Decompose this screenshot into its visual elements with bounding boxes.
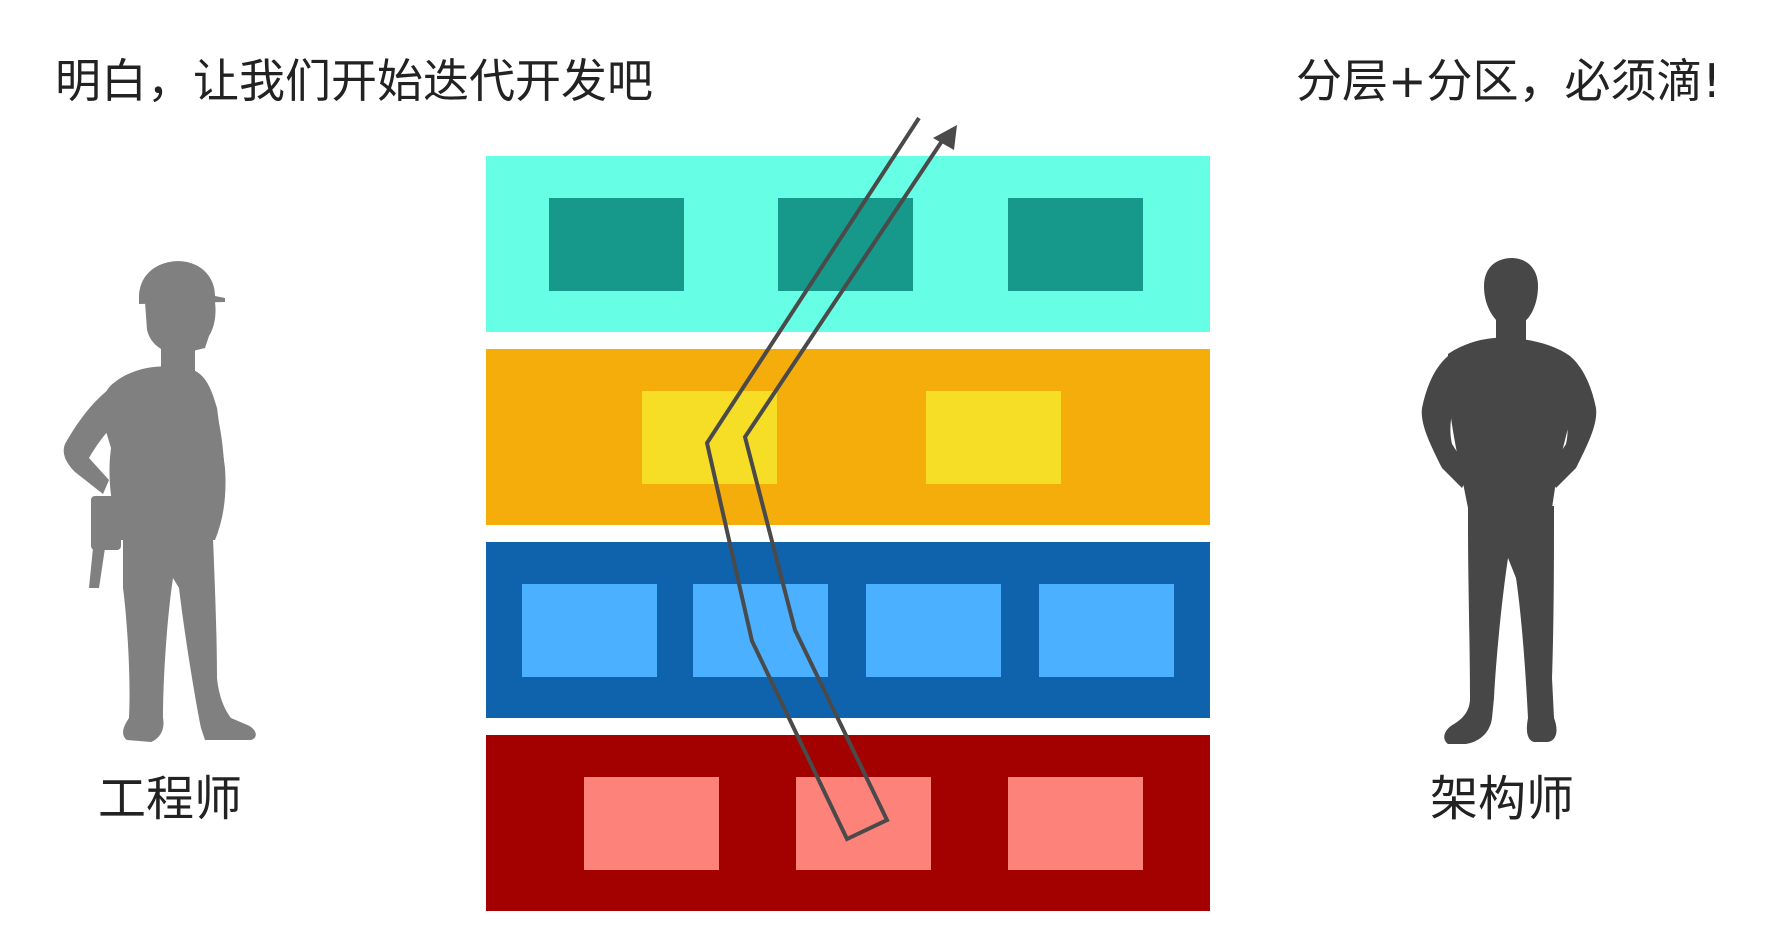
layer-4-block bbox=[796, 777, 931, 870]
layer-4-block bbox=[584, 777, 719, 870]
layer-2 bbox=[486, 349, 1210, 525]
layer-1-block bbox=[549, 198, 684, 291]
layer-3-block bbox=[522, 584, 657, 677]
layer-3-block bbox=[866, 584, 1001, 677]
layer-4 bbox=[486, 735, 1210, 911]
layer-1-block bbox=[778, 198, 913, 291]
layer-3 bbox=[486, 542, 1210, 718]
layer-1 bbox=[486, 156, 1210, 332]
iteration-path-outline bbox=[704, 116, 950, 842]
layer-4-block bbox=[1008, 777, 1143, 870]
layer-2-block bbox=[926, 391, 1061, 484]
layer-3-block bbox=[1039, 584, 1174, 677]
architect-speech-caption: 分层+分区，必须滴! bbox=[1296, 54, 1721, 108]
layer-1-block bbox=[1008, 198, 1143, 291]
iteration-arrowhead bbox=[933, 125, 957, 150]
engineer-label: 工程师 bbox=[98, 771, 243, 827]
architect-label: 架构师 bbox=[1430, 771, 1575, 827]
architect-silhouette-icon bbox=[1421, 258, 1597, 744]
engineer-silhouette-icon bbox=[63, 261, 256, 742]
engineer-speech-caption: 明白，让我们开始迭代开发吧 bbox=[55, 54, 653, 108]
